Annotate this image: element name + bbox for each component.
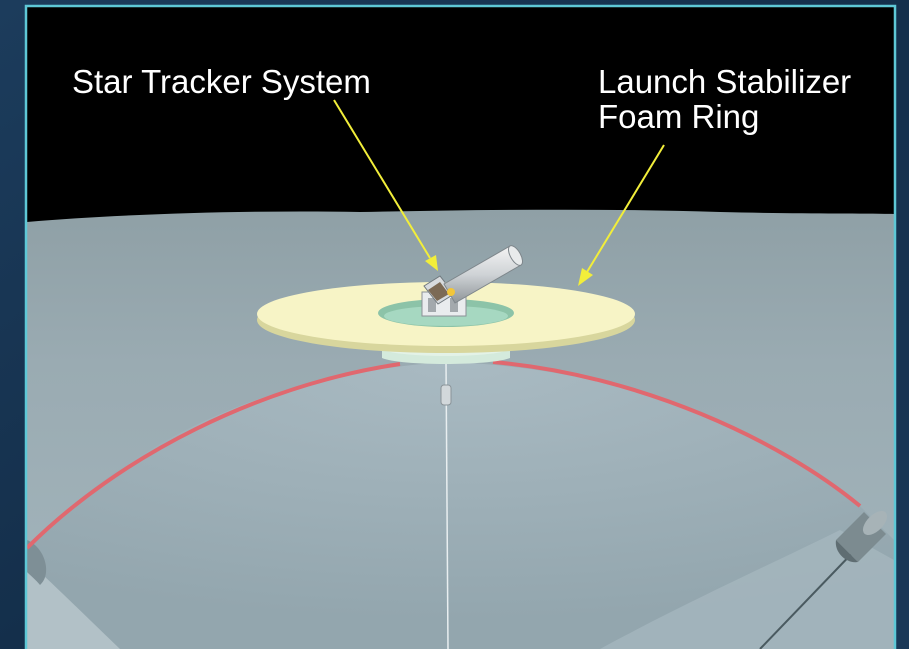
right-cylinder — [835, 510, 888, 563]
label-foam-ring-line2: Foam Ring — [598, 98, 760, 135]
callout-arrow-foam-ring — [578, 144, 665, 286]
star-tracker — [421, 245, 523, 317]
left-fitting — [27, 540, 47, 585]
right-gore — [600, 530, 894, 649]
label-foam-ring: Launch Stabilizer Foam Ring — [598, 64, 851, 134]
seam-left — [27, 362, 401, 550]
frame-border — [24, 4, 897, 649]
callout-arrow-star-tracker — [333, 99, 438, 271]
tether-line — [445, 359, 449, 649]
tether-fitting — [440, 384, 452, 406]
label-star-tracker: Star Tracker System — [72, 63, 371, 100]
right-cable — [759, 544, 861, 649]
left-gore — [27, 560, 120, 649]
balloon-dome — [27, 362, 894, 649]
label-foam-ring-line1: Launch Stabilizer — [598, 63, 852, 100]
seam-right — [492, 360, 862, 508]
